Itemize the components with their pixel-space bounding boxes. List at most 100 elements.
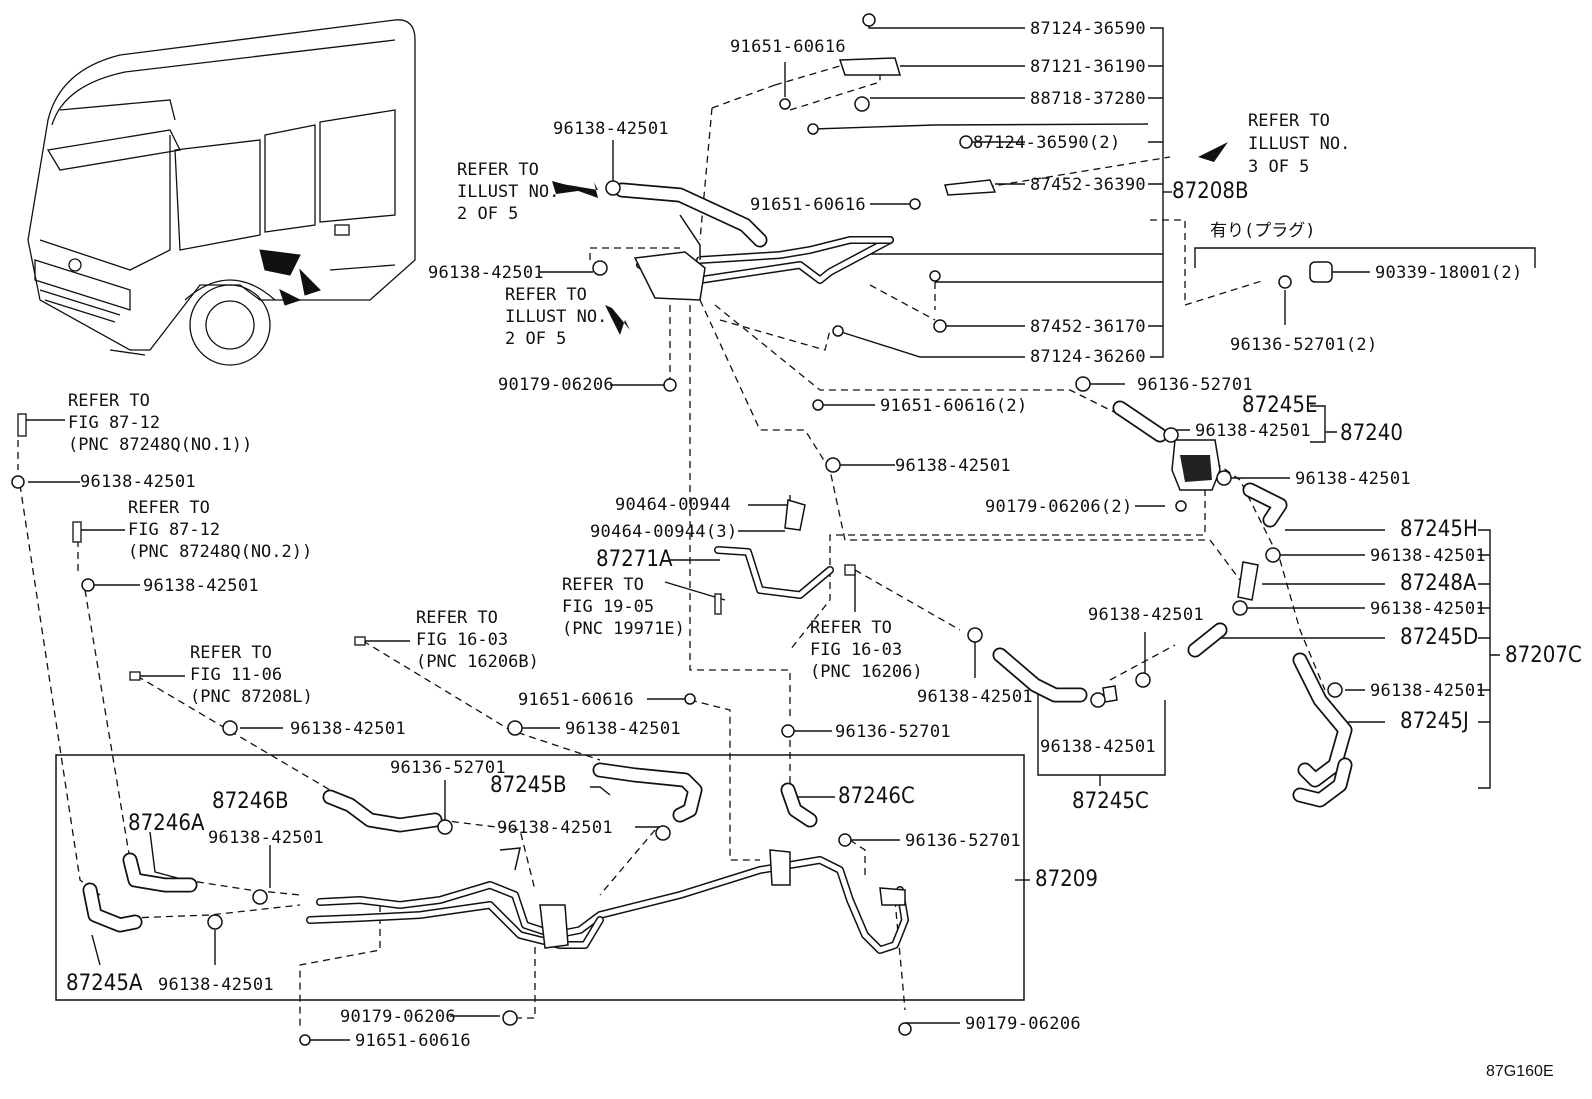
label-96138-42501-h: 96138-42501 — [143, 576, 259, 596]
label-96138-42501-n: 96138-42501 — [565, 719, 681, 739]
label-96136-52701-b: 96136-52701 — [835, 722, 951, 742]
label-87208B: 87208B — [1172, 179, 1249, 204]
label-90179-06206-b: 90179-06206 — [340, 1007, 456, 1027]
label-87245E: 87245E — [1242, 393, 1317, 418]
arrow-right-icon — [1198, 142, 1228, 162]
svg-text:REFER TO: REFER TO — [810, 618, 892, 638]
label-87246B: 87246B — [212, 789, 289, 814]
label-96136-52701-a: 96136-52701 — [1137, 375, 1253, 395]
label-87207C: 87207C — [1505, 643, 1582, 668]
label-96138-42501-c: 96138-42501 — [1195, 421, 1311, 441]
label-87124-36590: 87124-36590 — [1030, 19, 1146, 39]
refer-illust-2a: REFER TO ILLUST NO. 2 OF 5 — [457, 160, 559, 224]
label-90464-00944: 90464-00944 — [615, 495, 731, 515]
label-96138-42501-g: 96138-42501 — [1370, 546, 1486, 566]
refer-fig-16-03-b: REFER TO FIG 16-03 (PNC 16206B) — [416, 608, 539, 672]
svg-text:FIG 11-06: FIG 11-06 — [190, 665, 282, 685]
svg-text:REFER TO: REFER TO — [505, 285, 587, 305]
refer-fig-11-06: REFER TO FIG 11-06 (PNC 87208L) — [190, 643, 313, 707]
arrow-down-icon — [605, 305, 630, 335]
label-87124-36260: 87124-36260 — [1030, 347, 1146, 367]
label-96138-42501-k: 96138-42501 — [1370, 681, 1486, 701]
label-96138-42501-o: 96138-42501 — [1040, 737, 1156, 757]
label-87271A: 87271A — [596, 547, 673, 572]
svg-text:2 OF 5: 2 OF 5 — [505, 329, 566, 349]
svg-text:FIG 87-12: FIG 87-12 — [128, 520, 220, 540]
leader-lines — [18, 20, 1536, 1041]
label-90179-06206-2: 90179-06206(2) — [985, 497, 1133, 517]
clamp-markers — [11, 13, 1343, 1046]
label-87121-36190: 87121-36190 — [1030, 57, 1146, 77]
part-number-labels: 87124-36590 91651-60616 87121-36190 8871… — [66, 19, 1582, 1051]
svg-text:REFER TO: REFER TO — [1248, 111, 1330, 131]
refer-illust-2b: REFER TO ILLUST NO. 2 OF 5 — [505, 285, 607, 349]
svg-text:(PNC 87208L): (PNC 87208L) — [190, 687, 313, 707]
label-90179-06206-a: 90179-06206 — [498, 375, 614, 395]
svg-text:FIG 87-12: FIG 87-12 — [68, 413, 160, 433]
svg-text:FIG 16-03: FIG 16-03 — [810, 640, 902, 660]
plug-option-label: 有り(プラグ) — [1210, 221, 1315, 241]
label-87245D: 87245D — [1400, 625, 1478, 650]
hose-drawings — [82, 57, 1353, 954]
assembly-87209-frame — [55, 754, 1025, 1001]
refer-fig-87-12-no2: REFER TO FIG 87-12 (PNC 87248Q(NO.2)) — [128, 498, 312, 562]
label-88718-37280: 88718-37280 — [1030, 89, 1146, 109]
label-91651-60616-a: 91651-60616 — [730, 37, 846, 57]
label-91651-60616-c: 91651-60616 — [518, 690, 634, 710]
arrow-left-icon-2 — [552, 181, 585, 194]
label-90179-06206-c: 90179-06206 — [965, 1014, 1081, 1034]
label-87124-36590-2: 87124-36590(2) — [973, 133, 1121, 153]
svg-text:FIG 19-05: FIG 19-05 — [562, 597, 654, 617]
label-90464-00944-3: 90464-00944(3) — [590, 522, 738, 542]
label-96138-42501-s: 96138-42501 — [158, 975, 274, 995]
label-87452-36170: 87452-36170 — [1030, 317, 1146, 337]
refer-fig-16-03: REFER TO FIG 16-03 (PNC 16206) — [810, 618, 923, 682]
label-96138-42501-i: 96138-42501 — [1370, 599, 1486, 619]
svg-text:REFER TO: REFER TO — [416, 608, 498, 628]
svg-text:REFER TO: REFER TO — [190, 643, 272, 663]
svg-text:(PNC 87248Q(NO.1)): (PNC 87248Q(NO.1)) — [68, 435, 252, 455]
label-96138-42501-top: 96138-42501 — [553, 119, 669, 139]
refer-notes: REFER TO ILLUST NO. 2 OF 5 REFER TO ILLU… — [68, 111, 1350, 707]
svg-text:REFER TO: REFER TO — [562, 575, 644, 595]
svg-text:(PNC 16206B): (PNC 16206B) — [416, 652, 539, 672]
refer-arrows — [552, 142, 1228, 335]
svg-text:ILLUST NO.: ILLUST NO. — [457, 182, 559, 202]
refer-illust-3: REFER TO ILLUST NO. 3 OF 5 — [1248, 111, 1350, 177]
label-87245C: 87245C — [1072, 789, 1149, 814]
label-96138-42501-j: 96138-42501 — [1088, 605, 1204, 625]
label-96138-42501-p: 96138-42501 — [497, 818, 613, 838]
svg-text:FIG 16-03: FIG 16-03 — [416, 630, 508, 650]
svg-text:ILLUST NO.: ILLUST NO. — [1248, 134, 1350, 154]
label-96136-52701-2: 96136-52701(2) — [1230, 335, 1378, 355]
vehicle-illustration — [27, 19, 416, 366]
label-91651-60616-2: 91651-60616(2) — [880, 396, 1028, 416]
label-87245H: 87245H — [1400, 517, 1478, 542]
label-90339-18001-2: 90339-18001(2) — [1375, 263, 1523, 283]
label-87452-36390: 87452-36390 — [1030, 175, 1146, 195]
svg-text:3 OF 5: 3 OF 5 — [1248, 157, 1309, 177]
label-96138-42501-f: 96138-42501 — [1295, 469, 1411, 489]
svg-text:REFER TO: REFER TO — [128, 498, 210, 518]
refer-fig-19-05: REFER TO FIG 19-05 (PNC 19971E) — [562, 575, 685, 639]
svg-text:2 OF 5: 2 OF 5 — [457, 204, 518, 224]
label-96138-42501-d: 96138-42501 — [895, 456, 1011, 476]
svg-text:(PNC 87248Q(NO.2)): (PNC 87248Q(NO.2)) — [128, 542, 312, 562]
label-96136-52701-d: 96136-52701 — [905, 831, 1021, 851]
label-96138-42501-b: 96138-42501 — [428, 263, 544, 283]
label-87245B: 87245B — [490, 773, 567, 798]
label-91651-60616-d: 91651-60616 — [355, 1031, 471, 1051]
label-87246C: 87246C — [838, 784, 915, 809]
label-87240: 87240 — [1340, 421, 1403, 446]
svg-text:ILLUST NO.: ILLUST NO. — [505, 307, 607, 327]
label-96136-52701-c: 96136-52701 — [390, 758, 506, 778]
svg-text:(PNC 16206): (PNC 16206) — [810, 662, 923, 682]
label-87248A: 87248A — [1400, 571, 1477, 596]
label-96138-42501-m: 96138-42501 — [290, 719, 406, 739]
label-96138-42501-q: 96138-42501 — [208, 828, 324, 848]
label-96138-42501-e: 96138-42501 — [80, 472, 196, 492]
refer-fig-87-12-no1: REFER TO FIG 87-12 (PNC 87248Q(NO.1)) — [68, 391, 252, 455]
label-96138-42501-l: 96138-42501 — [917, 687, 1033, 707]
